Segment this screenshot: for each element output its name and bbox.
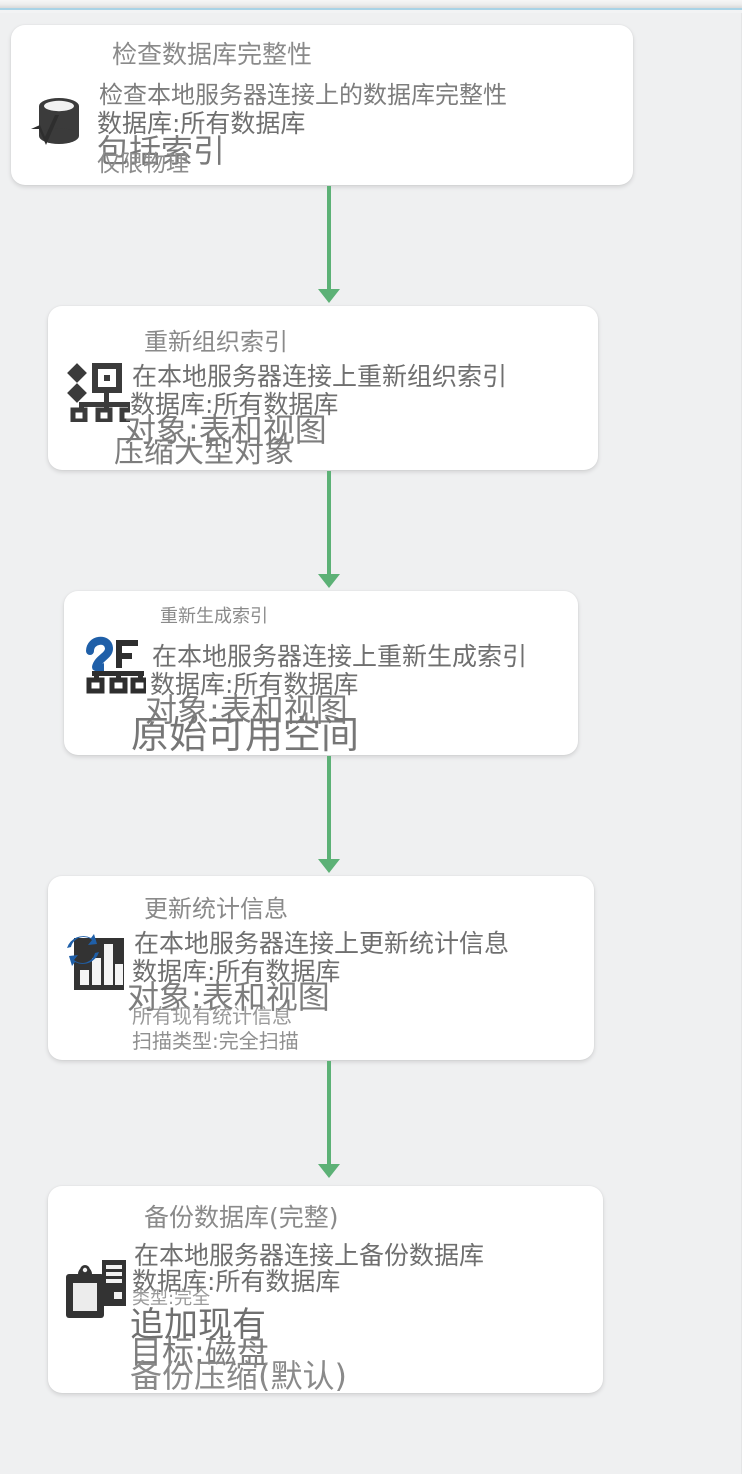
- connector-2: [327, 471, 331, 574]
- node-line: 在本地服务器连接上重新组织索引: [132, 362, 508, 391]
- database-check-icon: [29, 93, 85, 151]
- connector-1: [327, 186, 331, 289]
- node-line: 数据库:所有数据库: [130, 390, 339, 419]
- node-line: 在本地服务器连接上更新统计信息: [134, 929, 510, 958]
- node-title-reorganize-index: 重新组织索引: [144, 328, 288, 356]
- node-line: 所有现有统计信息: [132, 1004, 292, 1028]
- task-node-update-statistics[interactable]: 更新统计信息 在本地服务器连接上更新统计信息 数据库:所有数据库 对象:表和视图…: [48, 876, 594, 1060]
- connector-3: [327, 756, 331, 859]
- node-line: 类型:完全: [132, 1288, 211, 1309]
- connector-3-arrowhead: [318, 859, 340, 873]
- node-line: 在本地服务器连接上备份数据库: [134, 1241, 485, 1270]
- connector-4: [327, 1061, 331, 1164]
- node-line: 扫描类型:完全扫描: [132, 1029, 299, 1053]
- task-node-back-up-database-full[interactable]: 备份数据库(完整) 在本地服务器连接上备份数据库 数据库:所有数据库 类型:完全…: [48, 1186, 603, 1393]
- node-title-back-up-database-full: 备份数据库(完整): [144, 1203, 339, 1232]
- node-title-check-database-integrity: 检查数据库完整性: [112, 40, 313, 69]
- node-title-update-statistics: 更新统计信息: [144, 895, 288, 923]
- node-line: 检查本地服务器连接上的数据库完整性: [99, 81, 507, 109]
- node-line: 目标:磁盘: [130, 1333, 269, 1371]
- node-line: 在本地服务器连接上重新生成索引: [152, 642, 528, 671]
- node-line: 对象:表和视图: [145, 691, 348, 729]
- connector-1-arrowhead: [318, 289, 340, 303]
- connector-2-arrowhead: [318, 574, 340, 588]
- node-line: 数据库:所有数据库: [132, 1267, 341, 1296]
- node-line: 数据库:所有数据库: [132, 957, 341, 986]
- window-accent-line: [0, 8, 742, 10]
- rebuild-index-icon: [84, 633, 146, 695]
- node-title-rebuild-index: 重新生成索引: [160, 606, 268, 627]
- node-line: 对象:表和视图: [127, 978, 330, 1016]
- window-chrome-bar: [0, 0, 742, 8]
- task-node-reorganize-index[interactable]: 重新组织索引 在本: [48, 306, 598, 470]
- task-node-check-database-integrity[interactable]: 检查数据库完整性 检查本地服务器连接上的数据库完整性 数据库:所有数据库 包括索…: [11, 25, 633, 185]
- node-line: 压缩大型对象: [114, 435, 294, 470]
- node-line: 追加现有: [130, 1305, 266, 1345]
- node-line: 原始可用空间: [131, 713, 360, 757]
- node-line: 仅限物理: [97, 151, 189, 177]
- task-node-rebuild-index[interactable]: 重新生成索引 在本地服务器连接上重新生成索引 数据: [64, 591, 578, 755]
- update-statistics-icon: [64, 930, 126, 992]
- reorganize-index-icon: [66, 360, 130, 422]
- node-line: 备份压缩(默认): [130, 1357, 347, 1395]
- connector-4-arrowhead: [318, 1164, 340, 1178]
- node-line: 数据库:所有数据库: [150, 670, 359, 699]
- window-chrome-underline: [0, 10, 742, 13]
- node-line: 包括索引: [97, 132, 226, 170]
- node-line: 对象:表和视图: [124, 411, 327, 449]
- backup-database-icon: [64, 1258, 130, 1320]
- node-line: 数据库:所有数据库: [97, 109, 306, 138]
